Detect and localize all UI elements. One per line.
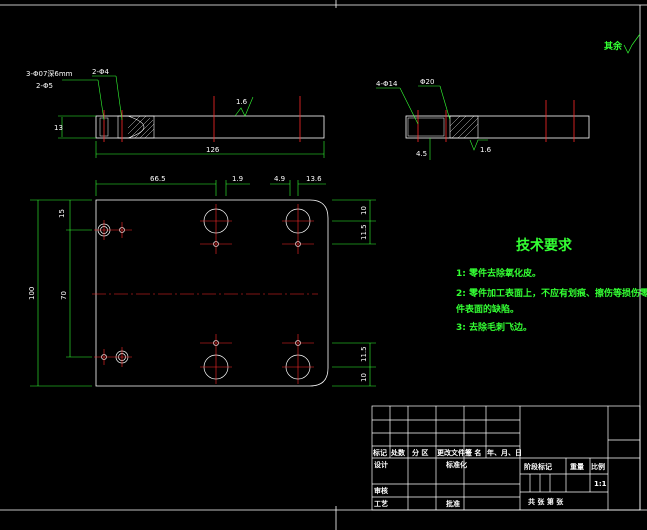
tech-req-line-3: 件表面的缺陷。 (456, 303, 519, 315)
tech-req-line-4: 3: 去除毛刺飞边。 (456, 321, 532, 333)
tb-stage-label: 阶段标记 (524, 462, 552, 471)
technical-requirements: 技术要求 1: 零件去除氧化皮。 2: 零件加工表面上，不应有划痕、擦伤等损伤零… (456, 237, 647, 333)
tb-header-date: 年、月、日 (487, 448, 522, 457)
tb-sheets: 共 张 第 张 (528, 497, 564, 506)
tb-header-sign: 签 名 (464, 448, 481, 457)
plan-dim-right-1: 10 (360, 206, 368, 215)
tech-req-title: 技术要求 (516, 237, 573, 254)
plan-dim-top-2: 1.9 (232, 175, 243, 183)
side-roughness: 1.6 (480, 146, 492, 154)
plan-dim-left-inner: 70 (60, 291, 68, 300)
top-hole-callout-3: 2-Φ4 (92, 68, 109, 76)
plan-dim-top-3: 4.9 (274, 175, 285, 183)
title-block: 标记 处数 分 区 更改文件号 签 名 年、月、日 设计 标准化 审核 工艺 批… (371, 405, 641, 511)
plan-dim-left-top: 15 (58, 209, 66, 218)
tb-header-zone: 分 区 (412, 448, 428, 457)
roughness-note-text: 其余 (604, 40, 623, 52)
plan-dim-right-2: 11.5 (360, 224, 368, 240)
tb-header-mark: 标记 (372, 448, 387, 457)
side-hole-callout-1: 4-Φ14 (376, 80, 398, 88)
tb-row-design: 设计 (374, 460, 388, 469)
top-height-dim: 13 (54, 124, 63, 132)
plan-dim-left-outer: 100 (28, 287, 36, 300)
tb-header-count: 处数 (390, 448, 406, 457)
top-roughness: 1.6 (236, 98, 248, 106)
roughness-note: 其余 (604, 33, 641, 54)
top-width-dim: 126 (206, 146, 220, 154)
side-hole-callout-2: Φ20 (420, 78, 434, 86)
tb-header-file: 更改文件号 (437, 448, 472, 457)
plan-dim-right-4: 10 (360, 373, 368, 382)
top-view: 3-Φ07深6mm 2-Φ5 2-Φ4 13 126 1.6 (26, 68, 325, 158)
plan-dim-top-1: 66.5 (150, 175, 166, 183)
plan-dim-top-4: 13.6 (306, 175, 322, 183)
tb-weight-label: 重量 (570, 462, 584, 471)
tb-row-process: 工艺 (374, 499, 388, 508)
tech-req-line-1: 1: 零件去除氧化皮。 (456, 267, 541, 279)
tb-row-approve: 批准 (446, 499, 460, 508)
plan-dim-right-3: 11.5 (360, 346, 368, 362)
plan-view: 66.5 1.9 4.9 13.6 100 70 15 10 11.5 11.5… (28, 175, 376, 387)
side-view: 4-Φ14 Φ20 4.5 1.6 (376, 78, 590, 160)
tb-row-review: 审核 (374, 486, 388, 495)
tb-scale-value: 1:1 (594, 480, 607, 488)
tb-scale-label: 比例 (591, 462, 605, 471)
top-hole-callout-1: 3-Φ07深6mm (26, 69, 73, 78)
tb-row-standard: 标准化 (445, 460, 467, 469)
tech-req-line-2: 2: 零件加工表面上，不应有划痕、擦伤等损伤零 (456, 287, 647, 299)
top-hole-callout-2: 2-Φ5 (36, 82, 53, 90)
side-dim-left: 4.5 (416, 150, 427, 158)
